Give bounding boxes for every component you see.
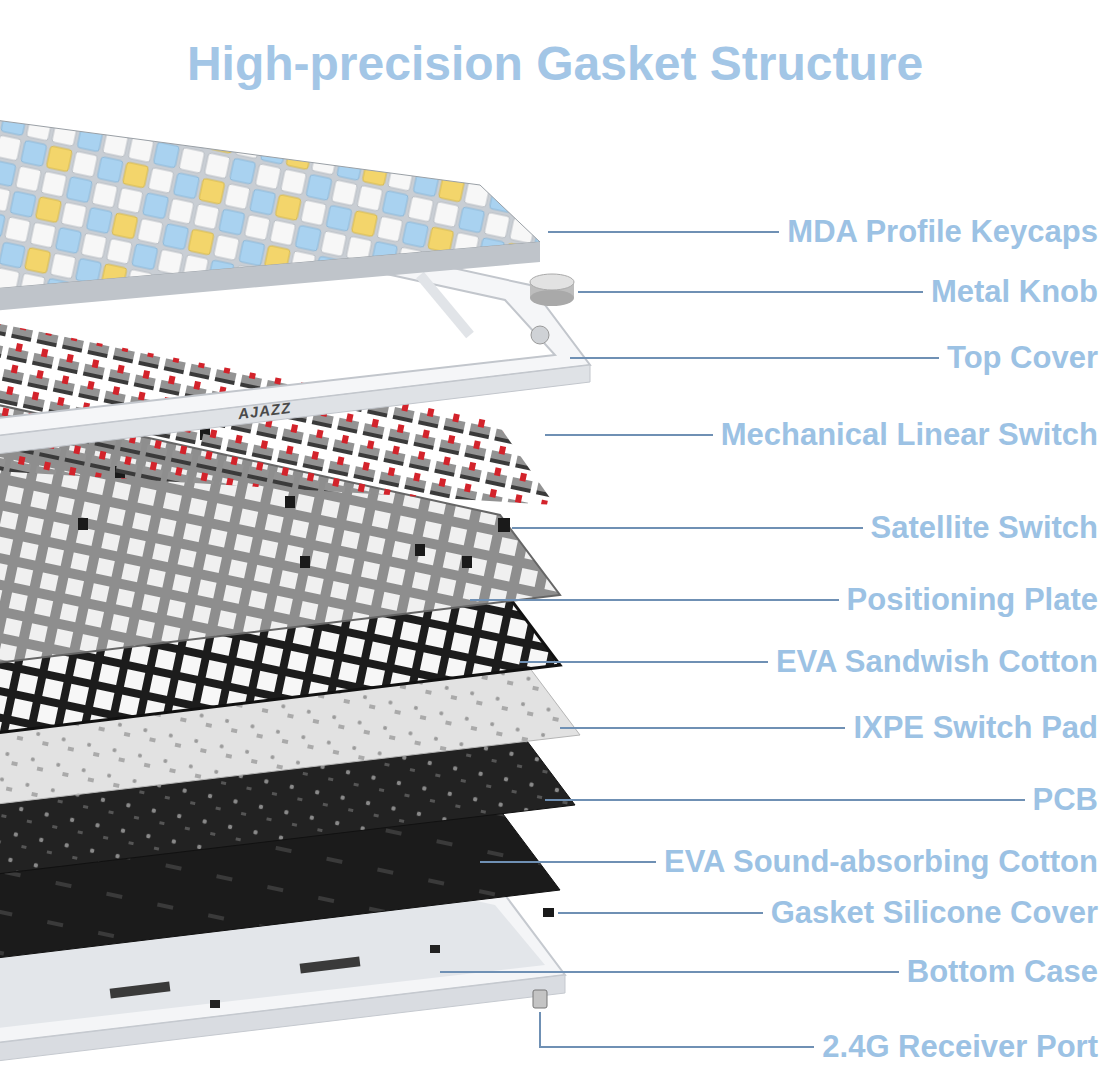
part-label: Top Cover (947, 339, 1098, 377)
illustration-part (285, 496, 295, 508)
leader-line (545, 434, 713, 436)
illustration-part (0, 365, 590, 456)
leader-line (480, 861, 656, 863)
part-label: IXPE Switch Pad (853, 709, 1098, 747)
leader-line (558, 912, 763, 914)
part-label: Gasket Silicone Cover (771, 894, 1098, 932)
leader-line (520, 661, 768, 663)
leader-line (440, 971, 899, 973)
keycaps (0, 118, 540, 312)
diagram-title: High-precision Gasket Structure (0, 34, 1110, 94)
leader-line (560, 727, 845, 729)
part-label: Positioning Plate (847, 581, 1098, 619)
illustration-part (462, 556, 472, 568)
illustration-part (210, 1000, 220, 1008)
illustration-part (300, 956, 361, 973)
leader-line (578, 291, 923, 293)
part-label: EVA Sound-absorbing Cotton (664, 843, 1098, 881)
leader-line (545, 799, 1025, 801)
illustration-part (530, 274, 574, 290)
part-label: Satellite Switch (871, 509, 1098, 547)
part-label: MDA Profile Keycaps (787, 213, 1098, 251)
leader-line (420, 275, 470, 335)
illustration-part (0, 242, 540, 312)
gasket-piece (543, 908, 554, 917)
part-label: Metal Knob (931, 273, 1098, 311)
illustration-part (110, 981, 171, 998)
brand-logo: AJAZZ (237, 399, 292, 423)
leader-line (570, 357, 939, 359)
leader-line (548, 231, 779, 233)
metal-knob (530, 274, 574, 306)
illustration-part (430, 945, 440, 953)
illustration-part (530, 290, 574, 306)
usb-receiver (533, 990, 547, 1008)
part-label: PCB (1033, 781, 1098, 819)
part-label: EVA Sandwish Cotton (776, 643, 1098, 681)
leader-line (470, 599, 839, 601)
illustration-part (0, 975, 565, 1063)
leader-line (512, 527, 863, 529)
part-label: 2.4G Receiver Port (822, 1028, 1098, 1066)
part-label: Bottom Case (907, 953, 1098, 991)
illustration-part (531, 326, 549, 344)
part-label: Mechanical Linear Switch (721, 416, 1098, 454)
illustration-part (78, 518, 88, 530)
illustration-part (300, 556, 310, 568)
illustration-part (498, 518, 510, 532)
illustration-part (415, 544, 425, 556)
leader-line (540, 1012, 814, 1047)
